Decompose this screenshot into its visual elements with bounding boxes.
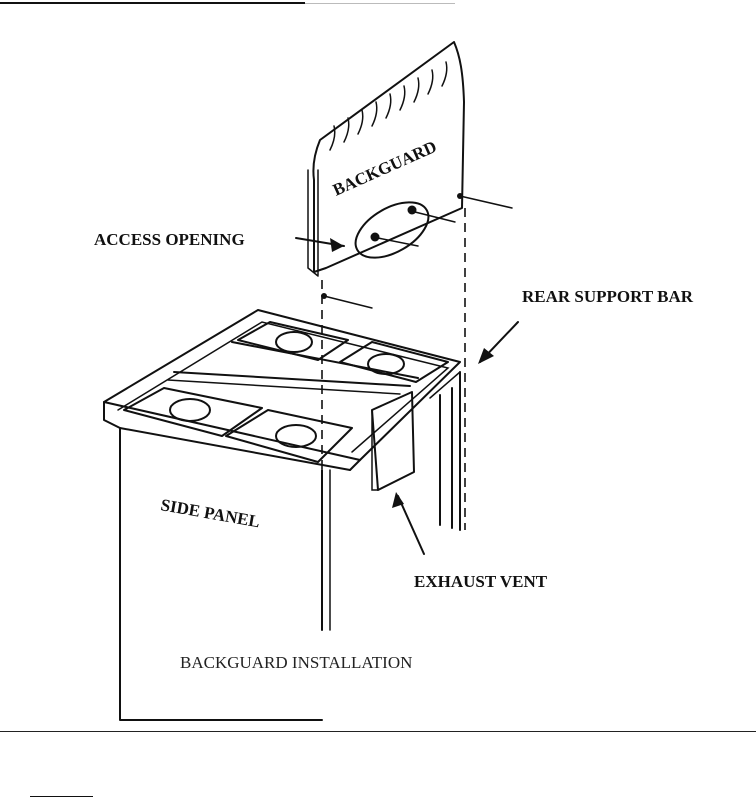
rear-screw	[459, 195, 513, 209]
backguard-panel	[307, 41, 513, 309]
top-rule	[0, 2, 305, 4]
burner	[275, 331, 313, 353]
rear-support-bar-label: REAR SUPPORT BAR	[522, 287, 694, 306]
access-opening-ellipse	[354, 201, 430, 259]
side-panel-label: SIDE PANEL	[159, 495, 261, 531]
burner	[275, 424, 317, 448]
burner	[367, 353, 405, 375]
pointer-arrows	[295, 237, 519, 555]
access-opening-label: ACCESS OPENING	[94, 230, 245, 249]
top-rule-faint	[305, 3, 455, 4]
backguard-top-ridges	[329, 61, 448, 151]
backguard-label: BACKGUARD	[330, 137, 440, 200]
access-screw-hole	[370, 232, 380, 242]
lower-screw	[323, 295, 373, 309]
exhaust-vent-label: EXHAUST VENT	[414, 572, 548, 591]
access-screw-hole	[407, 205, 417, 215]
alignment-lines	[321, 208, 466, 630]
range-body	[103, 309, 461, 721]
diagram-caption: BACKGUARD INSTALLATION	[180, 653, 412, 672]
exhaust-vent-shape	[371, 391, 415, 491]
section-divider	[0, 731, 756, 732]
burner	[169, 398, 211, 422]
